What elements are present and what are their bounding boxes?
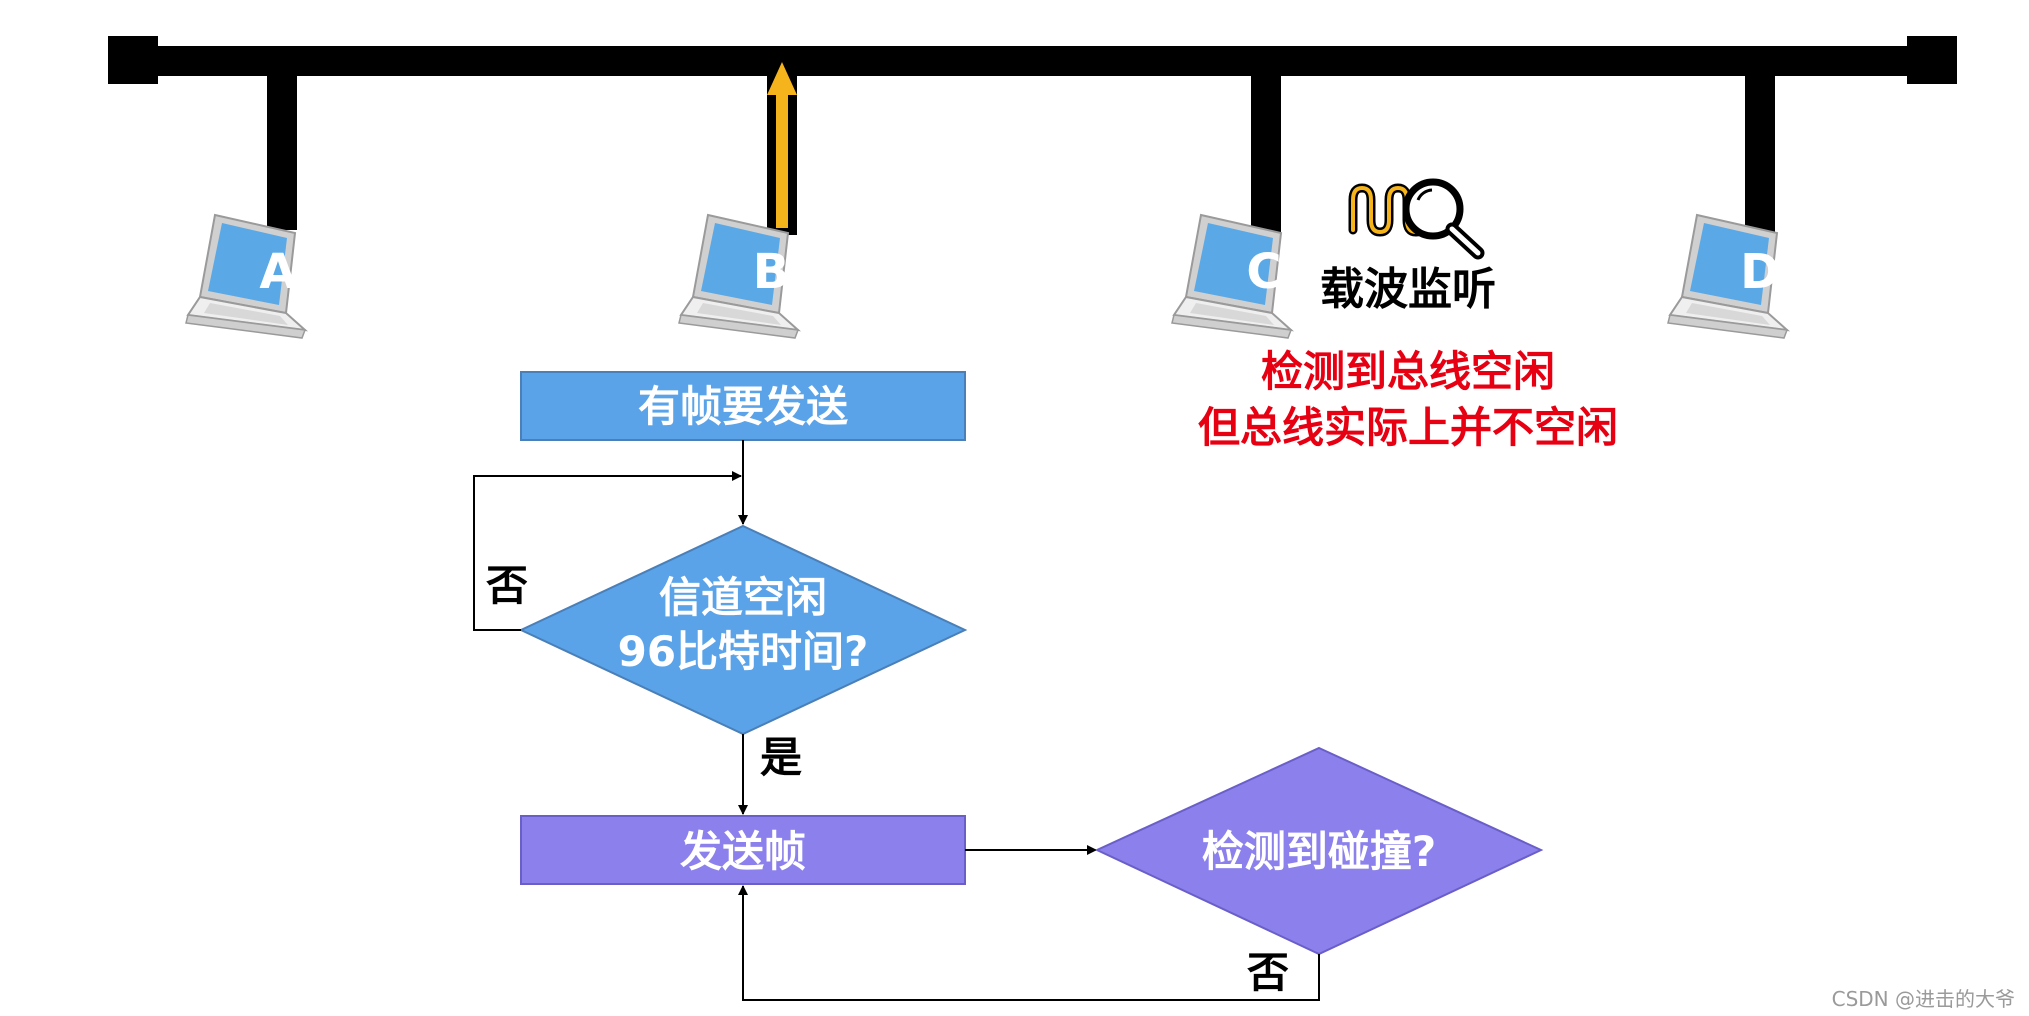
cable-d xyxy=(1745,70,1775,235)
station-b-label: B xyxy=(753,244,790,300)
node-check-collision: 检测到碰撞? xyxy=(1094,746,1544,956)
edge-collision-no xyxy=(738,885,1320,1001)
station-b: B xyxy=(678,214,799,339)
idle-note-line2: 但总线实际上并不空闲 xyxy=(1198,403,1618,452)
node-start: 有帧要发送 xyxy=(520,371,966,441)
node-send-label: 发送帧 xyxy=(680,827,806,876)
label-no-left: 否 xyxy=(486,561,528,610)
cable-a xyxy=(267,70,297,230)
bus-terminator-left xyxy=(108,36,158,84)
node-check-idle-line2: 96比特时间? xyxy=(618,627,869,676)
station-c-label: C xyxy=(1246,244,1281,300)
idle-note-line1: 检测到总线空闲 xyxy=(1261,347,1555,396)
label-yes: 是 xyxy=(760,733,802,782)
cable-c xyxy=(1251,70,1281,235)
bus-terminator-right xyxy=(1907,36,1957,84)
signal-arrow xyxy=(767,62,797,228)
station-a-label: A xyxy=(259,244,296,300)
bus xyxy=(108,36,1957,84)
station-d: D xyxy=(1667,214,1788,339)
station-c: C xyxy=(1171,214,1292,339)
node-check-collision-label: 检测到碰撞? xyxy=(1202,827,1436,876)
label-no-bottom: 否 xyxy=(1247,948,1289,997)
bus-line xyxy=(110,46,1950,76)
station-a: A xyxy=(185,214,306,339)
node-start-label: 有帧要发送 xyxy=(638,382,848,431)
watermark: CSDN @进击的大爷 xyxy=(1832,987,2015,1011)
node-send: 发送帧 xyxy=(520,815,966,885)
station-d-label: D xyxy=(1740,244,1780,300)
node-check-idle-line1: 信道空闲 xyxy=(659,573,827,622)
edge-idle-no xyxy=(473,471,742,631)
node-check-idle: 信道空闲 96比特时间? xyxy=(518,524,968,736)
magnifier-icon xyxy=(1402,178,1485,260)
carrier-sense-label: 载波监听 xyxy=(1320,264,1496,315)
